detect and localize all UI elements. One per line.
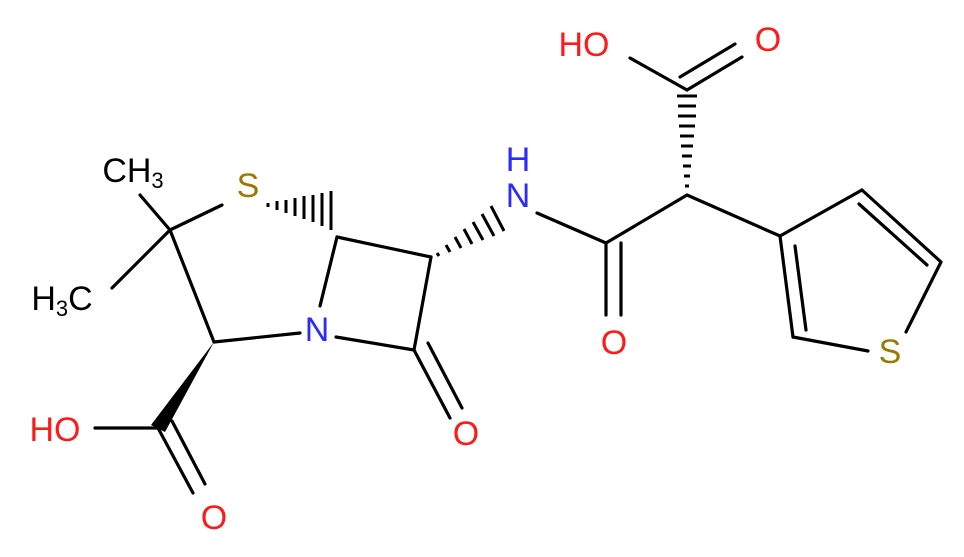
methyl-upper-sub: 3 [151,168,163,193]
bond-th-c3-c2 [778,234,795,339]
atom-nh-h-label: H [506,141,531,179]
bond-c5-n1 [318,235,339,308]
methyl-lower-sub: 3 [56,296,68,321]
bond-th-c3-c2-inner [793,244,808,332]
wedge-bond-c3-cooh [151,342,214,432]
atom-n1-label: N [305,311,330,349]
bond-th-c2-s [791,335,870,353]
bond-c7-n1 [334,335,416,352]
hashed-bond-c5-s1 [266,191,333,230]
atom-oh-acid2-label: HO [559,26,610,64]
atom-o-lactam-label: O [453,415,479,453]
methyl-lower-label: H3C [31,280,92,321]
methyl-upper-ch: CH [102,152,151,190]
atom-o-acid1-carbonyl-label: O [201,499,227,537]
bond-cooh1-o-1 [156,426,195,495]
bond-th-s-c5 [904,260,943,334]
bond-th-c5-c4-inner [857,202,929,267]
atom-oh-acid1-label: HO [30,411,81,449]
bond-th-c4-c3 [778,188,864,238]
hashed-bond-c6-nh [435,205,506,257]
atom-s1-label: S [237,167,260,205]
bond-c7-o-1 [412,348,452,420]
methyl-upper-label: CH3 [102,152,163,193]
bond-cooh2-oh [628,56,689,92]
bond-cquat-me2 [110,228,172,290]
bond-c6-c7 [412,255,433,352]
methyl-lower-c: C [68,280,93,318]
bond-nh-camide [535,211,608,245]
methyl-lower-h: H [31,280,56,318]
bond-cooh2-o-1 [685,55,744,92]
bond-camide-calpha [604,193,689,245]
bond-th-c5-c4 [860,188,943,264]
bond-cquat-c3 [168,228,216,344]
atom-o-acid2-carbonyl-label: O [755,21,781,59]
bond-cquat-me1 [138,193,172,232]
bond-calpha-thiophene [685,193,782,238]
bond-c5-c6 [335,235,433,259]
bond-c7-o-2 [426,341,464,410]
bond-cooh2-o-2 [678,42,737,79]
bond-cooh1-o-2 [170,419,207,486]
hashed-bond-calpha-cooh [677,94,697,188]
atom-s-thiophene-label: S [879,333,902,371]
atom-o-amide-label: O [601,324,627,362]
bond-c3-n1 [212,331,302,344]
atom-nh-n-label: N [506,177,531,215]
bond-cquat-s1 [168,203,224,232]
